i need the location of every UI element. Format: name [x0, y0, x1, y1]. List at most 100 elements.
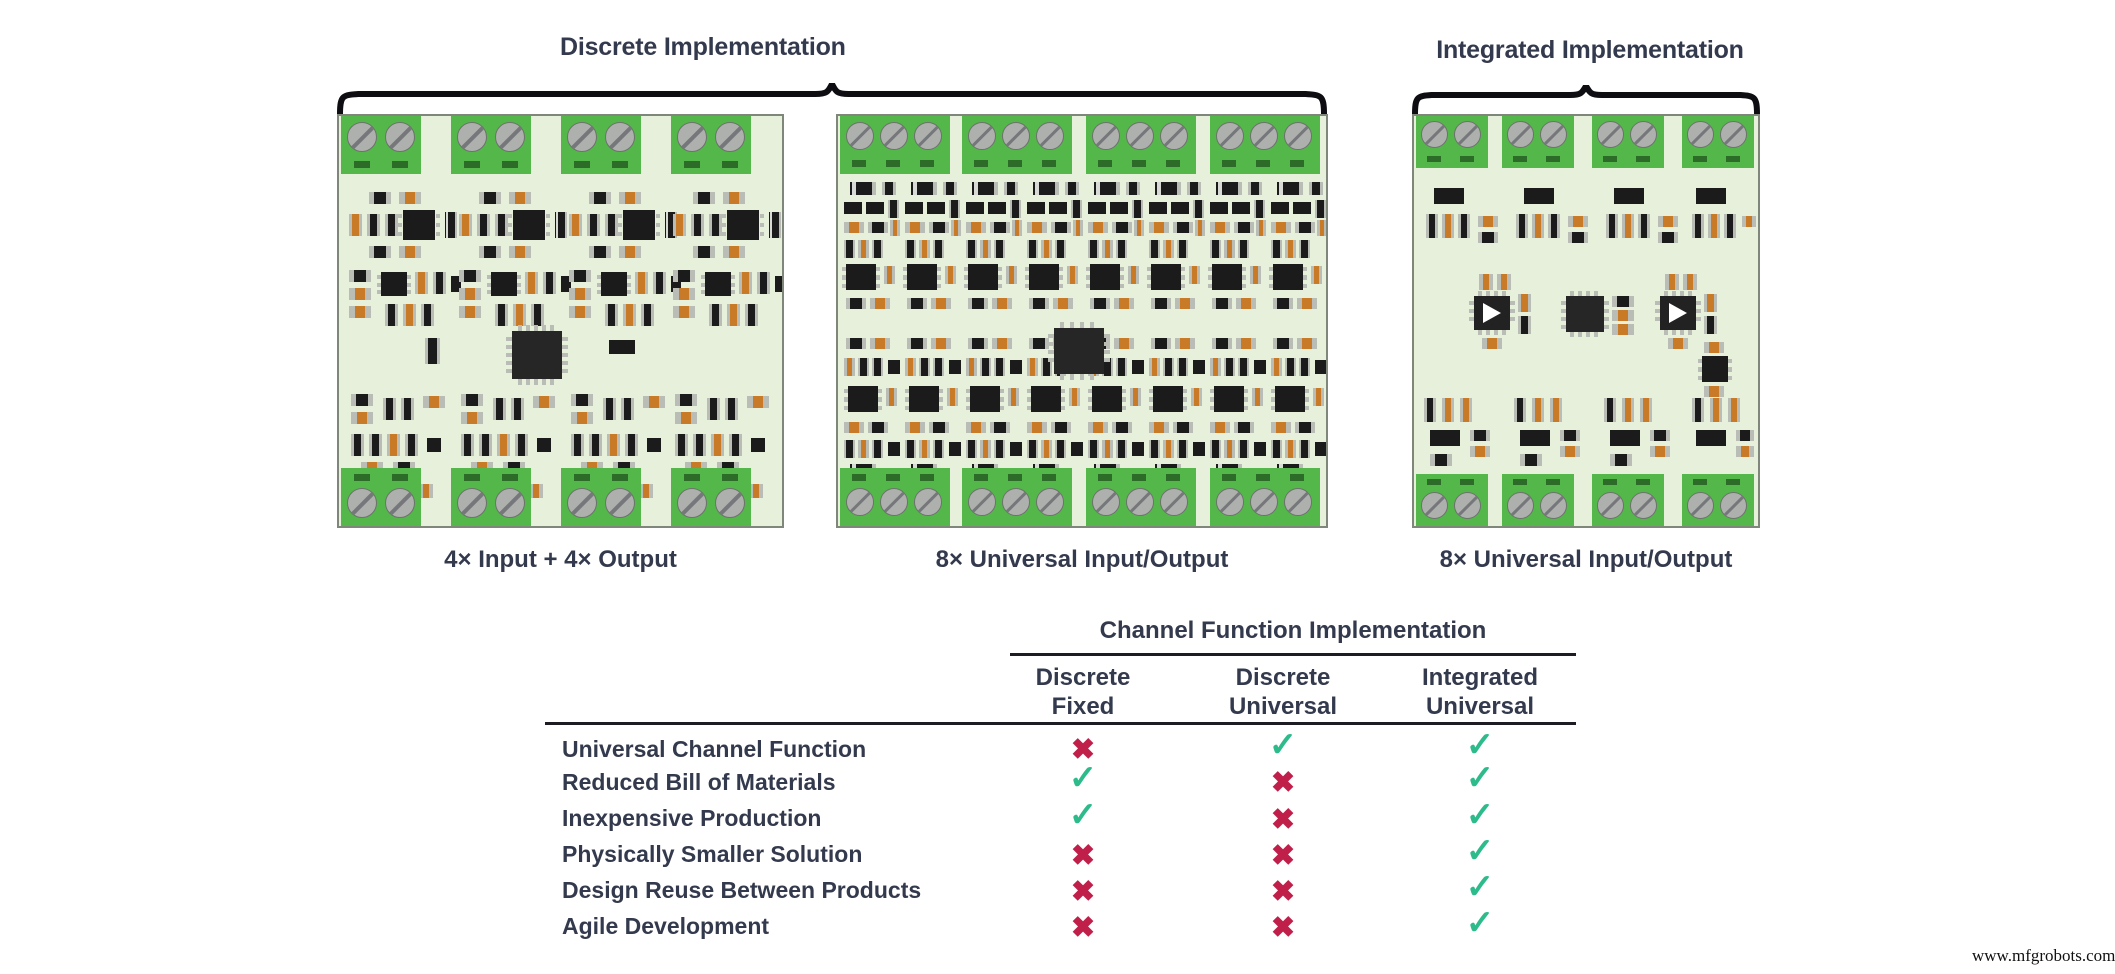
- smd-capacitor: [858, 358, 869, 376]
- wire-slot: [1166, 474, 1180, 481]
- smd-capacitor: [872, 240, 883, 258]
- smd-capacitor: [1299, 240, 1310, 258]
- smd-resistor: [951, 220, 961, 236]
- smd-capacitor: [1051, 422, 1072, 433]
- channel-circuit-group: [347, 188, 461, 326]
- smd-capacitor: [1027, 240, 1038, 258]
- smd-resistor: [1665, 274, 1679, 290]
- smd-capacitor: [1149, 440, 1160, 458]
- smd-resistor: [1114, 298, 1134, 309]
- screw-icon: [495, 122, 525, 152]
- smd-capacitor: [641, 304, 654, 326]
- smd-capacitor: [461, 394, 484, 406]
- smd-resistor: [884, 266, 895, 284]
- screw-icon: [846, 122, 874, 150]
- wire-slot: [1546, 156, 1560, 162]
- smd-resistor: [723, 192, 745, 204]
- smd-capacitor: [1177, 440, 1188, 458]
- smd-capacitor: [625, 434, 638, 456]
- smd-capacitor: [709, 304, 722, 326]
- smd-resistor: [1163, 240, 1174, 258]
- smd-capacitor: [495, 304, 508, 326]
- screw-icon: [1687, 121, 1714, 148]
- smd-capacitor: [1568, 232, 1589, 243]
- smd-resistor: [1497, 274, 1511, 290]
- smd-resistor: [1006, 266, 1017, 284]
- smd-capacitor: [691, 214, 704, 236]
- soic-ic: [508, 210, 550, 240]
- smd-resistor: [1088, 422, 1108, 433]
- soic-ic: [1025, 264, 1063, 290]
- smd-resistor: [1708, 214, 1720, 238]
- smd-resistor: [1297, 338, 1317, 349]
- pcb-board-discrete-universal: [836, 114, 1328, 528]
- smd-capacitor: [385, 304, 398, 326]
- wire-slot: [920, 474, 934, 481]
- screw-icon: [1597, 492, 1624, 519]
- wire-slot: [1603, 156, 1617, 162]
- row-0-col-0-mark: ✖: [1070, 734, 1096, 766]
- smd-capacitor: [1112, 222, 1133, 233]
- smd-resistor: [1297, 298, 1317, 309]
- wire-slot: [1513, 479, 1527, 485]
- smd-transistor: [427, 438, 441, 452]
- screw-icon: [605, 488, 635, 518]
- smd-resistor: [1313, 388, 1324, 406]
- smd-resistor: [858, 240, 869, 258]
- smd-capacitor: [1248, 182, 1263, 195]
- smd-resistor: [1704, 294, 1717, 312]
- smd-capacitor: [1088, 240, 1099, 258]
- smd-resistor: [403, 304, 416, 326]
- smd-resistor: [415, 272, 428, 294]
- smd-resistor: [980, 240, 991, 258]
- smd-resistor: [1236, 298, 1256, 309]
- smd-capacitor: [477, 214, 490, 236]
- soic-ic: [966, 386, 1004, 412]
- screw-icon: [1720, 121, 1747, 148]
- smd-resistor: [1683, 274, 1697, 290]
- smd-resistor: [673, 306, 695, 318]
- passive-cluster: [1606, 188, 1680, 246]
- screw-icon: [677, 488, 707, 518]
- wire-slot: [612, 474, 628, 481]
- smd-resistor: [1568, 216, 1588, 227]
- screw-icon: [1507, 121, 1534, 148]
- wire-slot: [1693, 156, 1707, 162]
- terminal-block-top-4: [1682, 116, 1754, 168]
- terminal-block-bottom-3: [561, 468, 641, 526]
- smd-capacitor: [933, 240, 944, 258]
- channel-circuit-group: [457, 188, 571, 326]
- smd-resistor: [1550, 398, 1562, 422]
- smd-resistor: [533, 396, 555, 408]
- soic-ic: [1269, 264, 1307, 290]
- smd-resistor: [890, 220, 900, 236]
- terminal-block-bottom-1: [840, 468, 950, 526]
- smd-transistor: [1193, 442, 1205, 456]
- smd-resistor: [349, 288, 371, 300]
- smd-capacitor: [1112, 422, 1133, 433]
- smd-transistor: [1132, 442, 1144, 456]
- smd-capacitor: [1132, 200, 1143, 218]
- wire-slot: [1256, 474, 1270, 481]
- smd-resistor: [1134, 220, 1144, 236]
- screw-icon: [715, 122, 745, 152]
- smd-resistor: [980, 440, 991, 458]
- smd-transistor: [1210, 202, 1228, 214]
- smd-capacitor: [1234, 222, 1255, 233]
- screw-icon: [1092, 122, 1120, 150]
- smd-capacitor: [479, 434, 492, 456]
- row-label: Universal Channel Function: [562, 736, 867, 762]
- wire-slot: [684, 474, 700, 481]
- smd-resistor: [619, 246, 641, 258]
- smd-resistor: [399, 192, 421, 204]
- smd-capacitor: [966, 440, 977, 458]
- smd-capacitor: [929, 422, 950, 433]
- wire-slot: [354, 474, 370, 481]
- smd-transistor: [1293, 202, 1311, 214]
- smd-diode: [769, 212, 782, 238]
- screw-icon: [495, 488, 525, 518]
- smd-resistor: [1027, 222, 1047, 233]
- smd-component: [1430, 430, 1460, 446]
- smd-capacitor: [1173, 222, 1194, 233]
- terminal-block-bottom-4: [671, 468, 751, 526]
